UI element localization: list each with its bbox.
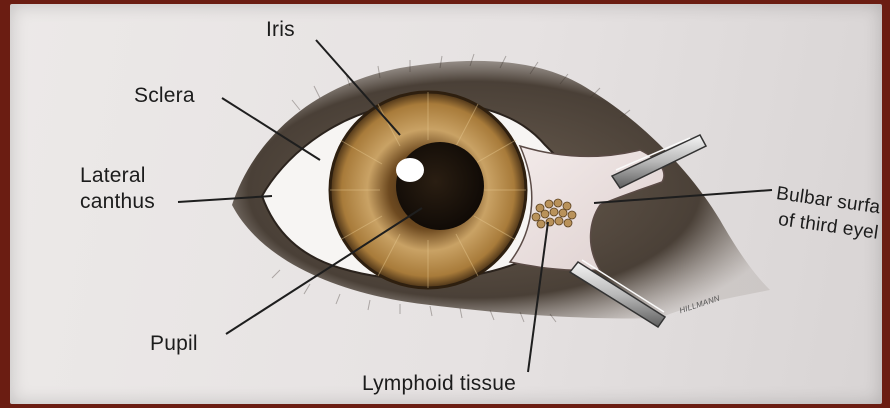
label-pupil: Pupil xyxy=(150,332,198,356)
label-iris: Iris xyxy=(266,18,295,42)
label-lateral-canthus-line1: Lateral xyxy=(80,164,146,188)
light-reflection xyxy=(396,158,424,182)
label-lymphoid-tissue: Lymphoid tissue xyxy=(362,372,516,396)
label-lateral-canthus-line2: canthus xyxy=(80,190,155,214)
label-sclera: Sclera xyxy=(134,84,195,108)
